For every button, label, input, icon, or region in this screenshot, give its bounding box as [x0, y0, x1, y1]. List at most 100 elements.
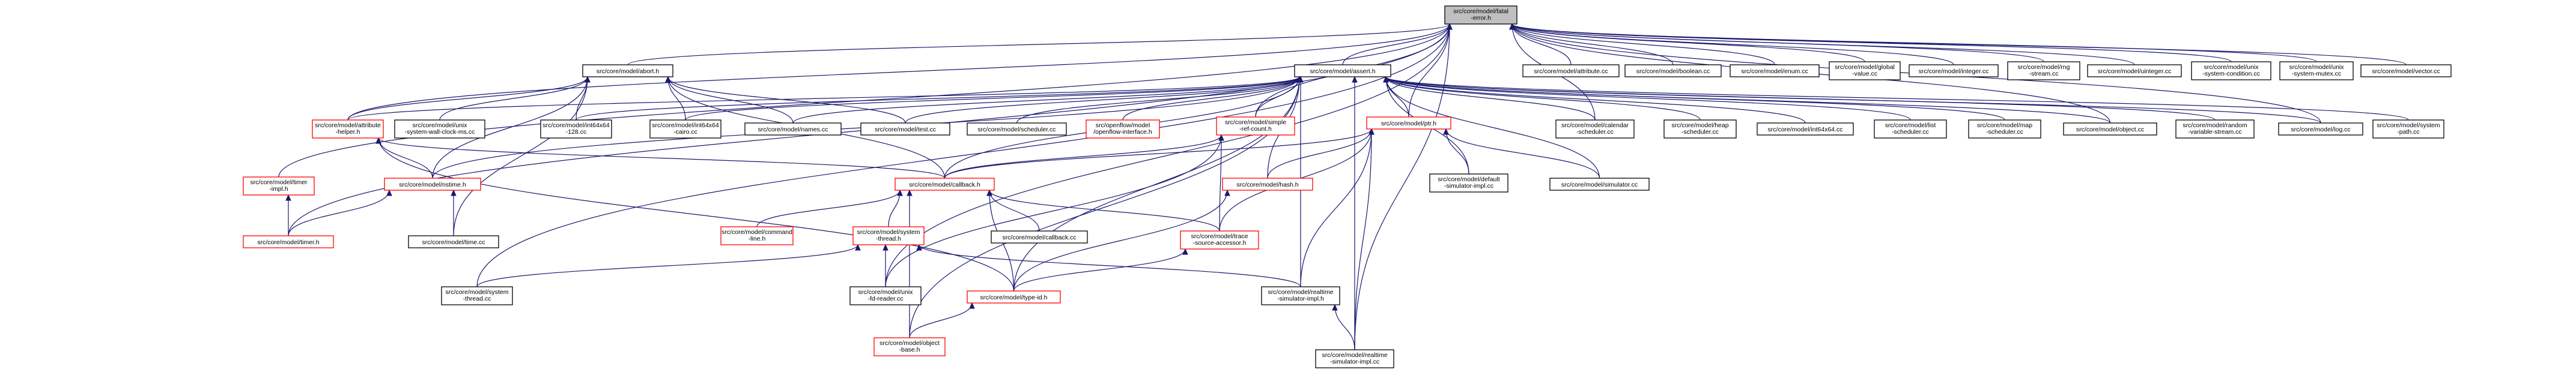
node-label-line: -path.cc: [2397, 128, 2419, 136]
node-unix-wall-clock-cc[interactable]: src/core/model/unix-system-wall-clock-ms…: [394, 119, 485, 139]
node-label-line: src/core/model/assert.h: [1310, 68, 1375, 75]
edge-type-id-h-to-attribute-helper-h: [378, 137, 1015, 292]
node-integer-cc[interactable]: src/core/model/integer.cc: [1909, 64, 1999, 77]
node-label-line: src/core/model/heap: [1671, 122, 1728, 129]
edge-names-cc-to-abort-h: [667, 76, 794, 124]
edge-arrowhead: [986, 189, 992, 196]
node-box: [441, 286, 513, 305]
node-attribute-helper-h[interactable]: src/core/model/attribute-helper.h: [312, 119, 384, 139]
node-ptr-h[interactable]: src/core/model/ptr.h: [1366, 116, 1451, 130]
node-callback-h[interactable]: src/core/model/callback.h: [895, 178, 995, 191]
node-label-line: -helper.h: [336, 128, 360, 136]
node-heap-scheduler-cc[interactable]: src/core/model/heap-scheduler.cc: [1663, 119, 1737, 139]
node-box: [540, 119, 612, 139]
node-label-line: src/core/model/scheduler.cc: [977, 126, 1056, 133]
node-box: [1261, 286, 1340, 305]
node-box: [1294, 64, 1391, 77]
node-label-line: src/core/model/global: [1835, 64, 1895, 71]
node-abort-h[interactable]: src/core/model/abort.h: [582, 64, 673, 77]
node-object-base-h[interactable]: src/core/model/object-base.h: [873, 337, 946, 356]
node-label-line: src/core/model/rng: [2018, 64, 2070, 71]
node-test-cc[interactable]: src/core/model/test.cc: [860, 122, 950, 136]
node-unix-fd-reader-cc[interactable]: src/core/model/unix-fd-reader.cc: [849, 286, 922, 305]
node-fatal-error-h: src/core/model/fatal-error.h: [1444, 5, 1517, 25]
node-hash-h[interactable]: src/core/model/hash.h: [1222, 178, 1313, 191]
node-box: [895, 178, 995, 191]
edge-trace-source-accessor-h-to-simple-ref-count-h: [1219, 134, 1222, 232]
node-timer-impl-h[interactable]: src/core/model/timer-impl.h: [243, 176, 315, 196]
node-nstime-h[interactable]: src/core/model/nstime.h: [384, 178, 481, 191]
node-box: [384, 178, 481, 191]
node-label-line: -base.h: [899, 346, 920, 353]
edge-arrowhead: [1296, 76, 1302, 83]
node-label-line: -system-condition.cc: [2202, 70, 2260, 77]
node-openflow-interface-h[interactable]: src/openflow/model/openflow-interface.h: [1086, 119, 1160, 139]
node-realtime-sim-impl-h[interactable]: src/core/model/realtime-simulator-impl.h: [1261, 286, 1340, 305]
node-box: [2372, 119, 2444, 139]
node-system-path-cc[interactable]: src/core/model/system-path.cc: [2372, 119, 2444, 139]
node-label-line: src/core/model/unix: [2204, 64, 2259, 71]
node-box: [1086, 119, 1160, 139]
node-type-id-h[interactable]: src/core/model/type-id.h: [967, 290, 1061, 304]
edge-test-cc-to-abort-h: [667, 76, 906, 124]
node-box: [243, 176, 315, 196]
node-enum-cc[interactable]: src/core/model/enum.cc: [1730, 64, 1820, 77]
node-label-line: src/core/model/system: [2377, 122, 2440, 129]
node-time-cc[interactable]: src/core/model/time.cc: [408, 235, 499, 248]
node-box: [2191, 61, 2271, 80]
node-label-line: -system-mutex.cc: [2292, 70, 2341, 77]
node-rng-stream-cc[interactable]: src/core/model/rng-stream.cc: [2007, 61, 2080, 80]
node-trace-source-accessor-h[interactable]: src/core/model/trace-source-accessor.h: [1180, 230, 1259, 250]
edge-arrowhead: [665, 76, 671, 83]
node-timer-h[interactable]: src/core/model/timer.h: [243, 235, 334, 248]
node-uinteger-cc[interactable]: src/core/model/uinteger.cc: [2087, 64, 2182, 77]
edge-hash-h-to-ptr-h: [1267, 128, 1372, 179]
node-map-scheduler-cc[interactable]: src/core/model/map-scheduler.cc: [1968, 119, 2041, 139]
edge-arrowhead: [386, 189, 392, 196]
node-label-line: src/core/model/int64x64: [542, 122, 610, 129]
node-assert-h[interactable]: src/core/model/assert.h: [1294, 64, 1391, 77]
node-int64x64-cairo-cc[interactable]: src/core/model/int64x64-cairo.cc: [649, 119, 721, 139]
node-callback-cc[interactable]: src/core/model/callback.cc: [991, 230, 1088, 244]
node-names-cc[interactable]: src/core/model/names.cc: [744, 122, 842, 136]
node-label-line: src/openflow/model: [1096, 122, 1150, 129]
edge-unix-fd-reader-cc-to-fatal-error-h: [885, 23, 1450, 287]
node-label-line: src/core/model/fatal: [1453, 8, 1508, 15]
edge-realtime-sim-impl-h-to-system-thread-h: [919, 244, 1301, 287]
node-box: [991, 230, 1088, 244]
edge-arrowhead: [451, 189, 457, 196]
node-boolean-cc[interactable]: src/core/model/boolean.cc: [1624, 64, 1722, 77]
node-command-line-h[interactable]: src/core/model/command-line.h: [720, 226, 794, 245]
edge-arrowhead: [1352, 76, 1358, 83]
node-label-line: src/core/model/hash.h: [1236, 181, 1298, 188]
node-int64x64-cc[interactable]: src/core/model/int64x64.cc: [1757, 122, 1854, 136]
node-realtime-sim-impl-cc[interactable]: src/core/model/realtime-simulator-impl.c…: [1315, 349, 1394, 368]
node-unix-sys-mutex-cc[interactable]: src/core/model/unix-system-mutex.cc: [2279, 61, 2354, 80]
node-label-line: src/core/model/object.cc: [2076, 126, 2144, 133]
node-calendar-scheduler-cc[interactable]: src/core/model/calendar-scheduler.cc: [1555, 119, 1635, 139]
node-label-line: src/core/model/random: [2183, 122, 2247, 129]
node-random-variable-stream-cc[interactable]: src/core/model/random-variable-stream.cc: [2175, 119, 2255, 139]
node-default-sim-impl-cc[interactable]: src/core/model/default-simulator-impl.cc: [1429, 173, 1508, 193]
node-vector-cc[interactable]: src/core/model/vector.cc: [2360, 64, 2452, 77]
node-label-line: src/core/model/callback.h: [909, 181, 980, 188]
node-simple-ref-count-h[interactable]: src/core/model/simple-ref-count.h: [1216, 116, 1295, 136]
node-scheduler-cc[interactable]: src/core/model/scheduler.cc: [967, 122, 1067, 136]
node-int64x64-128-cc[interactable]: src/core/model/int64x64-128.cc: [540, 119, 612, 139]
node-attribute-cc[interactable]: src/core/model/attribute.cc: [1522, 64, 1620, 77]
node-global-value-cc[interactable]: src/core/model/global-value.cc: [1829, 61, 1901, 80]
node-label-line: -source-accessor.h: [1193, 239, 1247, 247]
node-system-thread-h[interactable]: src/core/model/system-thread.h: [852, 226, 925, 245]
node-list-scheduler-cc[interactable]: src/core/model/list-scheduler.cc: [1874, 119, 1947, 139]
node-system-thread-cc[interactable]: src/core/model/system-thread.cc: [441, 286, 513, 305]
node-box: [1216, 116, 1295, 136]
node-label-line: src/core/model/timer: [250, 179, 308, 186]
node-simulator-cc[interactable]: src/core/model/simulator.cc: [1549, 178, 1650, 191]
edge-arrowhead: [1332, 304, 1338, 311]
node-unix-sys-cond-cc[interactable]: src/core/model/unix-system-condition.cc: [2191, 61, 2271, 80]
node-log-cc[interactable]: src/core/model/log.cc: [2278, 122, 2363, 136]
node-label-line: src/core/model/test.cc: [875, 126, 936, 133]
edge-arrowhead: [1443, 128, 1449, 135]
node-object-cc[interactable]: src/core/model/object.cc: [2063, 122, 2157, 136]
edge-system-thread-cc-to-fatal-error-h: [476, 23, 1450, 287]
